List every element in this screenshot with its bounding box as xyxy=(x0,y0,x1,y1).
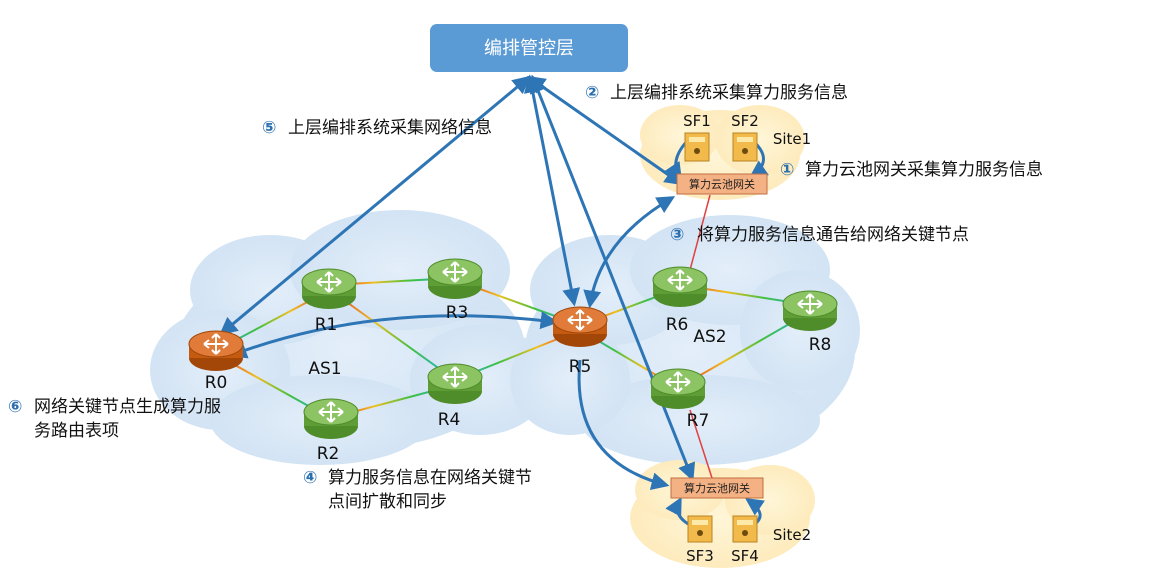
step-number: ⑤ xyxy=(262,118,276,138)
router-label: R6 xyxy=(666,315,689,335)
router-label: R3 xyxy=(446,303,469,323)
router-r3: R3 xyxy=(427,258,483,323)
router-label: R1 xyxy=(315,315,338,335)
router-r5: R5 xyxy=(552,306,608,377)
router-label: R5 xyxy=(569,357,592,377)
router-r8: R8 xyxy=(782,290,838,355)
router-r7: R7 xyxy=(650,368,710,431)
step-text: 算力云池网关采集算力服务信息 xyxy=(805,160,1043,180)
step-text-line1: 网络关键节点生成算力服 xyxy=(34,397,221,417)
router-label: R8 xyxy=(809,335,832,355)
step-number: ① xyxy=(780,160,794,180)
domain-label-as1: AS1 xyxy=(308,359,341,379)
router-r1: R1 xyxy=(301,268,357,335)
server-icon xyxy=(687,515,713,543)
step-6: ⑥ 网络关键节点生成算力服 务路由表项 xyxy=(8,397,221,441)
sf1-label: SF1 xyxy=(683,112,711,130)
router-r2: R2 xyxy=(303,398,359,464)
site1-gateway xyxy=(676,173,768,195)
step-number: ④ xyxy=(303,468,317,488)
step-number: ⑥ xyxy=(8,397,22,417)
arrows xyxy=(219,74,769,528)
site1-label: Site1 xyxy=(773,130,811,148)
step-text-line1: 算力服务信息在网络关键节 xyxy=(328,468,532,488)
site2-cloud xyxy=(630,460,815,568)
routers: R0 R1 R2 R3 R4 xyxy=(188,258,838,464)
step-3: ③ 将算力服务信息通告给网络关键节点 xyxy=(670,225,969,245)
step-number: ② xyxy=(585,83,599,103)
server-icon xyxy=(732,132,758,162)
router-r6: R6 xyxy=(652,266,708,335)
server-icon xyxy=(684,132,710,162)
server-icon xyxy=(732,515,758,543)
domain-label-as2: AS2 xyxy=(693,327,726,347)
step-text-line2: 点间扩散和同步 xyxy=(328,492,447,512)
site2-label: Site2 xyxy=(773,526,811,544)
step-text-line2: 务路由表项 xyxy=(34,421,119,441)
step-text: 上层编排系统采集算力服务信息 xyxy=(610,83,848,103)
site2: 算力云池网关 SF3 SF4 Site2 xyxy=(670,477,811,565)
step-text: 上层编排系统采集网络信息 xyxy=(288,118,492,138)
router-r4: R4 xyxy=(427,363,483,430)
router-label: R7 xyxy=(687,411,710,431)
router-label: R4 xyxy=(438,410,461,430)
step-2: ② 上层编排系统采集算力服务信息 xyxy=(585,83,848,103)
router-label: R0 xyxy=(205,373,228,393)
site2-gateway-label: 算力云池网关 xyxy=(684,481,750,495)
control-layer-label: 编排管控层 xyxy=(484,38,574,59)
step-5: ⑤ 上层编排系统采集网络信息 xyxy=(262,118,492,138)
sf3-label: SF3 xyxy=(686,547,714,565)
sf4-label: SF4 xyxy=(731,547,759,565)
router-r0: R0 xyxy=(188,330,244,393)
step-1: ① 算力云池网关采集算力服务信息 xyxy=(780,160,1043,180)
site1: SF1 SF2 Site1 算力云池网关 xyxy=(676,112,811,195)
step-text: 将算力服务信息通告给网络关键节点 xyxy=(697,225,969,245)
sf2-label: SF2 xyxy=(731,112,759,130)
step-number: ③ xyxy=(670,225,684,245)
router-label: R2 xyxy=(317,444,340,464)
site2-gateway xyxy=(670,477,764,499)
step-4: ④ 算力服务信息在网络关键节 点间扩散和同步 xyxy=(303,468,532,512)
site1-gateway-label: 算力云池网关 xyxy=(689,177,755,191)
control-layer-box: 编排管控层 xyxy=(430,24,628,72)
